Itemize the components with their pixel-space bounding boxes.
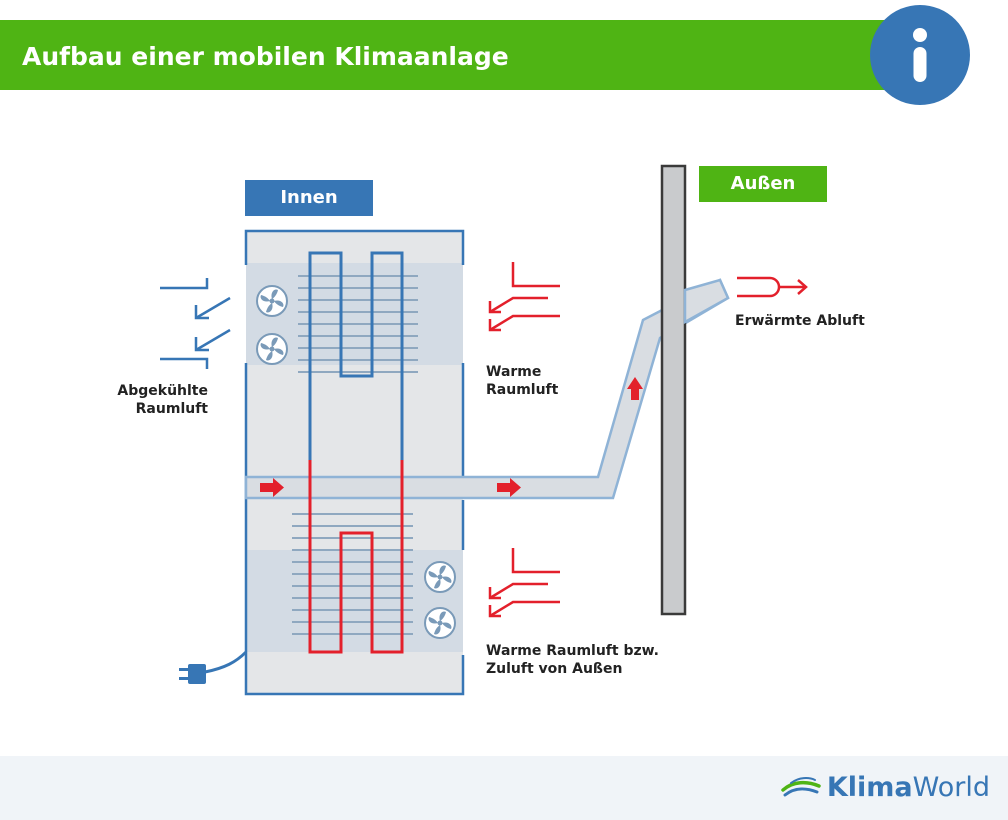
info-icon: [870, 5, 970, 105]
warm-air-arrows-lower: [488, 548, 560, 618]
warm-air-arrows-upper: [488, 262, 560, 332]
brand-swoosh-icon: [781, 777, 821, 797]
housing-outline-top: [244, 229, 465, 477]
cooled-air-label: Abgekühlte Raumluft: [117, 383, 208, 417]
hot-coil: [308, 460, 404, 654]
brand-name-bold: Klima: [826, 772, 913, 803]
intake-air-label: Warme Raumluft bzw. Zuluft von Außen: [486, 643, 659, 677]
inside-label: Innen: [245, 180, 373, 216]
power-plug-icon: [179, 664, 206, 684]
housing-outline-bottom: [244, 477, 465, 696]
exhaust-arrow: [737, 276, 808, 298]
warm-air-label: Warme Raumluft: [486, 364, 559, 398]
fan-icon: [424, 561, 456, 593]
evaporator-fins: [298, 275, 418, 373]
brand-logo: KlimaWorld: [781, 770, 990, 806]
exhaust-label: Erwärmte Abluft: [735, 313, 865, 329]
cooled-air-arrows: [160, 278, 231, 369]
condenser-fins: [292, 513, 413, 635]
brand-name-regular: World: [912, 772, 990, 803]
fan-icon: [256, 285, 288, 317]
wall: [660, 164, 687, 616]
cold-coil: [308, 251, 404, 460]
outside-label: Außen: [699, 166, 827, 202]
page-title: Aufbau einer mobilen Klimaanlage: [22, 42, 509, 71]
duct-outlet: [683, 278, 730, 325]
flow-arrows: [260, 377, 643, 497]
power-cable: [204, 650, 248, 674]
header-bar: Aufbau einer mobilen Klimaanlage: [0, 20, 910, 90]
fan-icon: [256, 333, 288, 365]
fan-icon: [424, 607, 456, 639]
footer: KlimaWorld: [0, 756, 1008, 820]
